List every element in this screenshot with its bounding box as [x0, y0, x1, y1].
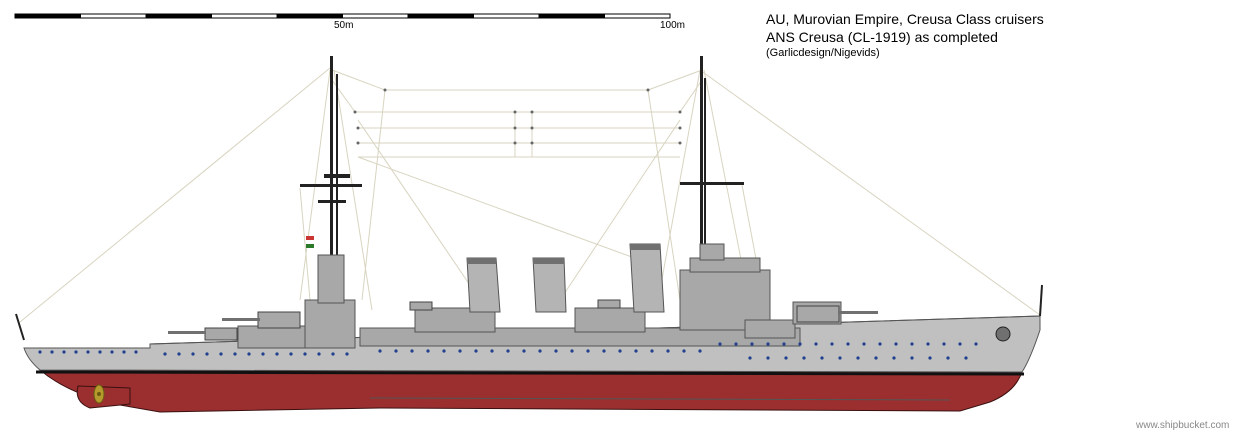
porthole [474, 349, 478, 353]
porthole [522, 349, 526, 353]
porthole [766, 342, 770, 346]
jackstaff [1039, 284, 1043, 317]
portholes [38, 342, 978, 360]
porthole [830, 342, 834, 346]
porthole [261, 352, 265, 356]
porthole [862, 342, 866, 346]
porthole [892, 356, 896, 360]
porthole [838, 356, 842, 360]
porthole [394, 349, 398, 353]
rigging-blocks [353, 88, 682, 145]
porthole [618, 349, 622, 353]
porthole [233, 352, 237, 356]
porthole [718, 342, 722, 346]
title-line-1: AU, Murovian Empire, Creusa Class cruise… [766, 11, 1044, 27]
porthole [856, 356, 860, 360]
porthole [74, 350, 78, 354]
fore-mast [300, 56, 362, 306]
funnels [466, 243, 665, 313]
porthole [802, 356, 806, 360]
porthole [275, 352, 279, 356]
porthole [766, 356, 770, 360]
porthole [926, 342, 930, 346]
porthole [163, 352, 167, 356]
porthole [910, 342, 914, 346]
porthole [910, 356, 914, 360]
porthole [748, 356, 752, 360]
porthole [602, 349, 606, 353]
porthole [289, 352, 293, 356]
porthole [442, 349, 446, 353]
porthole [317, 352, 321, 356]
ensign-staff [15, 313, 25, 341]
title-line-2: ANS Creusa (CL-1919) as completed [766, 29, 998, 45]
porthole [946, 356, 950, 360]
title-block: AU, Murovian Empire, Creusa Class cruise… [766, 10, 1044, 60]
porthole [86, 350, 90, 354]
porthole [134, 350, 138, 354]
waterline [35, 370, 1025, 376]
porthole [634, 349, 638, 353]
porthole [784, 356, 788, 360]
porthole [191, 352, 195, 356]
hull-plating-line [369, 397, 951, 401]
porthole [650, 349, 654, 353]
porthole [538, 349, 542, 353]
porthole [782, 342, 786, 346]
scale-label-50m: 50m [334, 20, 354, 31]
porthole [122, 350, 126, 354]
porthole [177, 352, 181, 356]
porthole [247, 352, 251, 356]
porthole [964, 356, 968, 360]
hull-lower-red [38, 369, 1023, 413]
porthole [874, 356, 878, 360]
porthole [846, 342, 850, 346]
porthole [878, 342, 882, 346]
porthole [750, 342, 754, 346]
porthole [958, 342, 962, 346]
porthole [458, 349, 462, 353]
naval-flag-icon [306, 236, 314, 248]
rigging [19, 67, 1041, 323]
porthole [331, 352, 335, 356]
porthole [205, 352, 209, 356]
porthole [490, 349, 494, 353]
gun-turrets [168, 299, 878, 341]
porthole [734, 342, 738, 346]
porthole [554, 349, 558, 353]
porthole [570, 349, 574, 353]
porthole [62, 350, 66, 354]
porthole [820, 356, 824, 360]
porthole [50, 350, 54, 354]
porthole [506, 349, 510, 353]
porthole [974, 342, 978, 346]
title-credit: (Garlicdesign/Nigevids) [766, 47, 880, 59]
porthole [942, 342, 946, 346]
scale-label-100m: 100m [660, 20, 686, 31]
main-mast [680, 56, 744, 278]
porthole [682, 349, 686, 353]
porthole [586, 349, 590, 353]
porthole [98, 350, 102, 354]
porthole [38, 350, 42, 354]
porthole [666, 349, 670, 353]
propeller-icon [93, 384, 105, 404]
porthole [928, 356, 932, 360]
porthole [698, 349, 702, 353]
porthole [110, 350, 114, 354]
porthole [426, 349, 430, 353]
porthole [303, 352, 307, 356]
porthole [798, 342, 802, 346]
bow-crest-icon [995, 326, 1011, 342]
porthole [894, 342, 898, 346]
porthole [410, 349, 414, 353]
watermark: www.shipbucket.com [1136, 420, 1230, 431]
porthole [814, 342, 818, 346]
porthole [378, 349, 382, 353]
porthole [219, 352, 223, 356]
porthole [345, 352, 349, 356]
